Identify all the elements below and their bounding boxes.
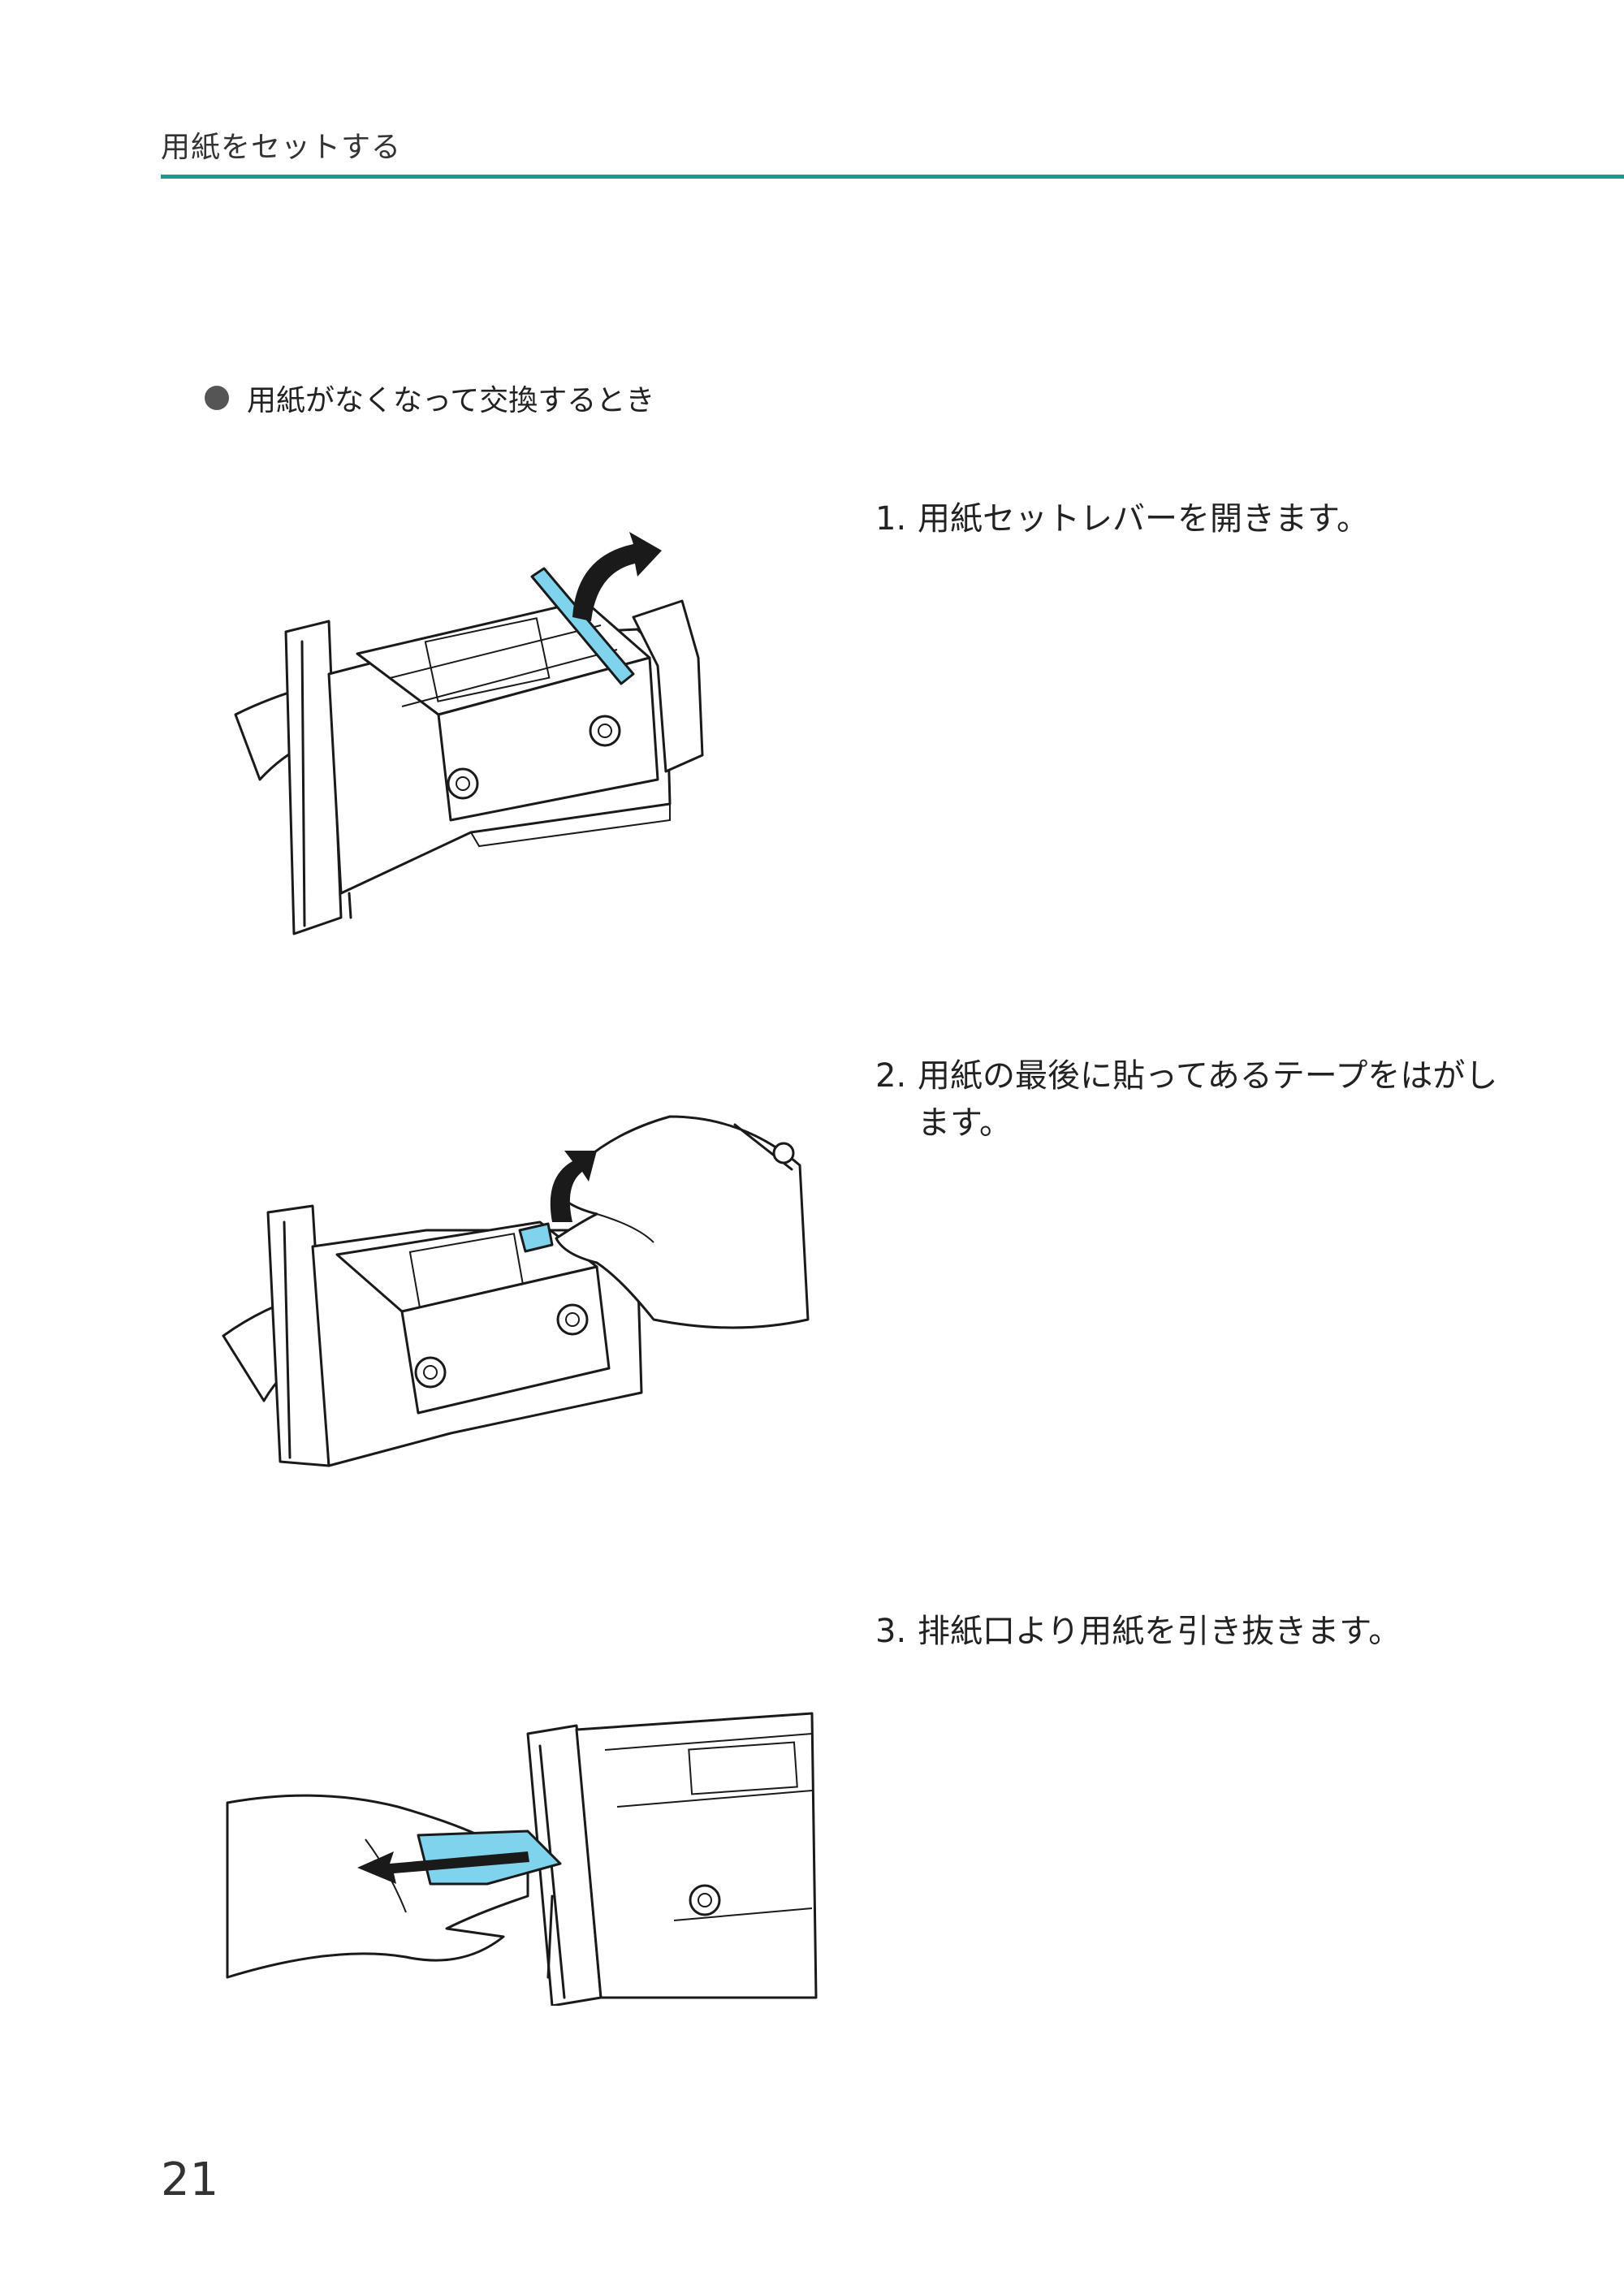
paper-set-lever (530, 567, 635, 685)
step-text: 排紙口より用紙を引き抜きます。 (918, 1613, 1402, 1650)
hand (555, 1115, 810, 1329)
bullet-icon (205, 386, 229, 410)
step-number: 1. (875, 500, 907, 538)
end-bracket (632, 599, 704, 773)
step-3: 3. 排紙口より用紙を引き抜きます。 (875, 1608, 1535, 1655)
page-number: 21 (161, 2154, 219, 2206)
open-arrow-icon (572, 532, 662, 621)
step-number: 3. (875, 1613, 907, 1650)
step-1: 1. 用紙セットレバーを開きます。 (875, 495, 1535, 542)
roller-knob (414, 1356, 447, 1389)
roller-knob (589, 715, 621, 747)
printer-lever-illustration (234, 532, 704, 935)
lift-arrow-icon (550, 1151, 597, 1222)
printer-body (575, 1712, 818, 1999)
section-heading: 用紙がなくなって交換するとき (205, 377, 654, 419)
header-rule (161, 175, 1624, 179)
roller-knob (447, 767, 479, 800)
paper-pull-illustration (226, 1712, 818, 2006)
tape-removal-illustration (222, 1115, 810, 1467)
roller-knob (689, 1884, 721, 1916)
side-plate (400, 1265, 611, 1415)
step-text: 用紙の最後に貼ってあるテープをはがします。 (918, 1057, 1498, 1142)
roller-knob (556, 1303, 589, 1336)
side-plate (437, 656, 659, 822)
front-bezel (284, 620, 343, 935)
step-number: 2. (875, 1057, 907, 1095)
pull-arrow-icon (357, 1851, 529, 1884)
running-header: 用紙をセットする (161, 131, 402, 164)
tape (518, 1222, 554, 1253)
step-text: 用紙セットレバーを開きます。 (918, 500, 1369, 538)
hand (226, 1794, 529, 1979)
step-2: 2. 用紙の最後に貼ってあるテープをはがします。 (875, 1052, 1502, 1147)
section-title: 用紙がなくなって交換するとき (247, 384, 655, 417)
